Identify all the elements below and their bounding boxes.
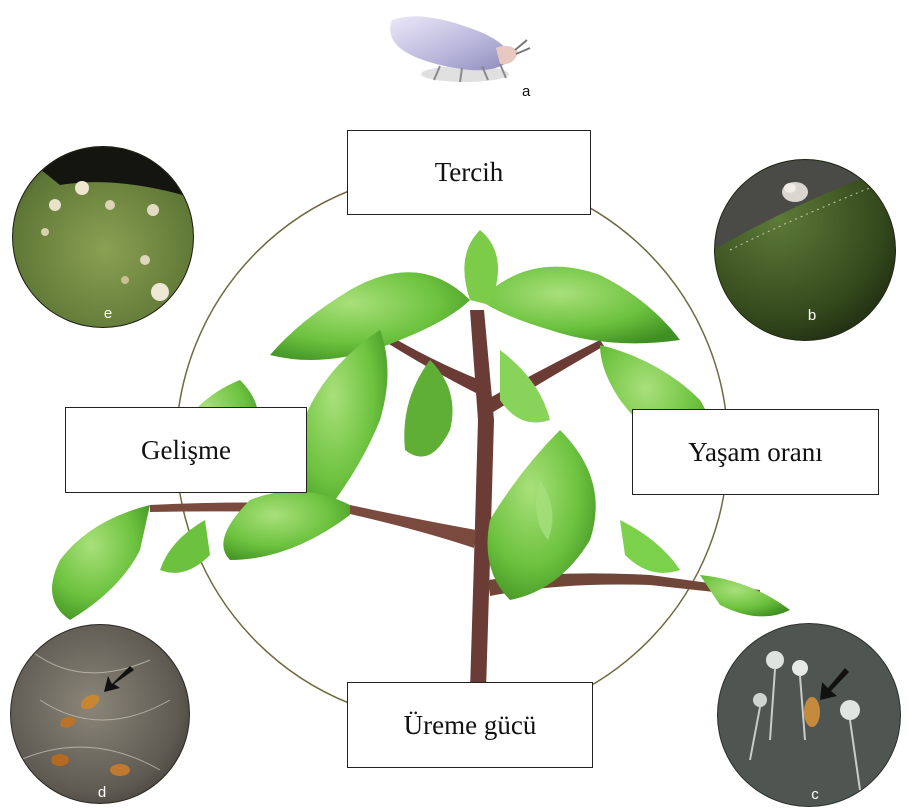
inset-b-whitefly-on-leaf: b [713, 158, 898, 343]
label-reproduction: Üreme gücü [347, 682, 593, 768]
whitefly-adult-illustration: a [390, 16, 531, 100]
inset-d-eggs: d [10, 624, 190, 804]
panel-letter-b: b [808, 307, 816, 324]
label-survival-rate-text: Yaşam oranı [688, 437, 823, 468]
label-development-text: Gelişme [141, 435, 231, 466]
label-preference: Tercih [347, 130, 591, 215]
label-reproduction-text: Üreme gücü [404, 710, 537, 741]
inset-e-leaf-nymphs: e [10, 145, 200, 335]
label-preference-text: Tercih [435, 157, 504, 188]
label-survival-rate: Yaşam oranı [632, 409, 879, 495]
label-development: Gelişme [65, 407, 307, 493]
panel-letter-a: a [522, 83, 531, 100]
panel-letter-c: c [811, 786, 819, 803]
inset-c-egg-among-hairs: c [717, 623, 902, 808]
panel-letter-d: d [98, 784, 106, 801]
panel-letter-e: e [104, 305, 112, 322]
